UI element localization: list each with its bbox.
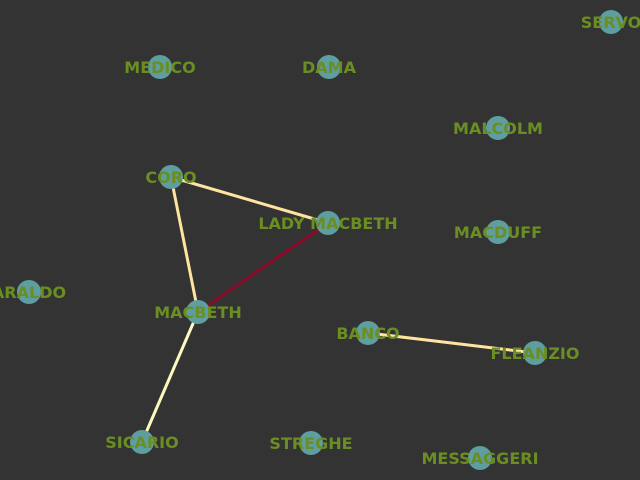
edge-lady-macbeth-macbeth <box>197 221 329 314</box>
node-lady-macbeth[interactable] <box>316 211 340 235</box>
edge-coro-lady-macbeth <box>170 175 329 225</box>
labels-layer: SERVO MEDICO DAMA MALCOLM CORO LADY MACBETH MA… <box>0 13 640 468</box>
node-sicario[interactable] <box>130 430 154 454</box>
node-messaggeri[interactable] <box>468 446 492 470</box>
node-label-coro: CORO <box>145 168 196 187</box>
node-coro[interactable] <box>159 165 183 189</box>
node-label-sicario: SICARIO <box>105 433 178 452</box>
node-medico[interactable] <box>148 55 172 79</box>
node-label-malcolm: MALCOLM <box>453 119 543 138</box>
nodes-layer <box>17 10 623 470</box>
node-label-araldo: ARALDO <box>0 283 66 302</box>
node-label-fleanzio: FLEANZIO <box>491 344 580 363</box>
edges-layer <box>140 175 536 443</box>
node-label-medico: MEDICO <box>124 58 195 77</box>
node-araldo[interactable] <box>17 280 41 304</box>
node-label-messaggeri: MESSAGGERI <box>421 449 538 468</box>
node-label-macbeth: MACBETH <box>154 303 241 322</box>
node-malcolm[interactable] <box>486 116 510 140</box>
node-label-servo: SERVO <box>581 13 640 32</box>
node-label-banco: BANCO <box>336 324 399 343</box>
node-label-streghe: STREGHE <box>269 434 352 453</box>
node-streghe[interactable] <box>299 431 323 455</box>
node-banco[interactable] <box>356 321 380 345</box>
edge-banco-fleanzio <box>367 331 536 355</box>
node-label-macduff: MACDUFF <box>454 223 542 242</box>
node-fleanzio[interactable] <box>523 341 547 365</box>
edge-macbeth-sicario <box>140 311 200 443</box>
node-servo[interactable] <box>599 10 623 34</box>
edge-coro-macbeth <box>169 176 200 313</box>
node-label-lady-macbeth: LADY MACBETH <box>258 214 397 233</box>
node-macbeth[interactable] <box>186 300 210 324</box>
node-macduff[interactable] <box>486 220 510 244</box>
node-label-dama: DAMA <box>302 58 357 77</box>
node-dama[interactable] <box>317 55 341 79</box>
